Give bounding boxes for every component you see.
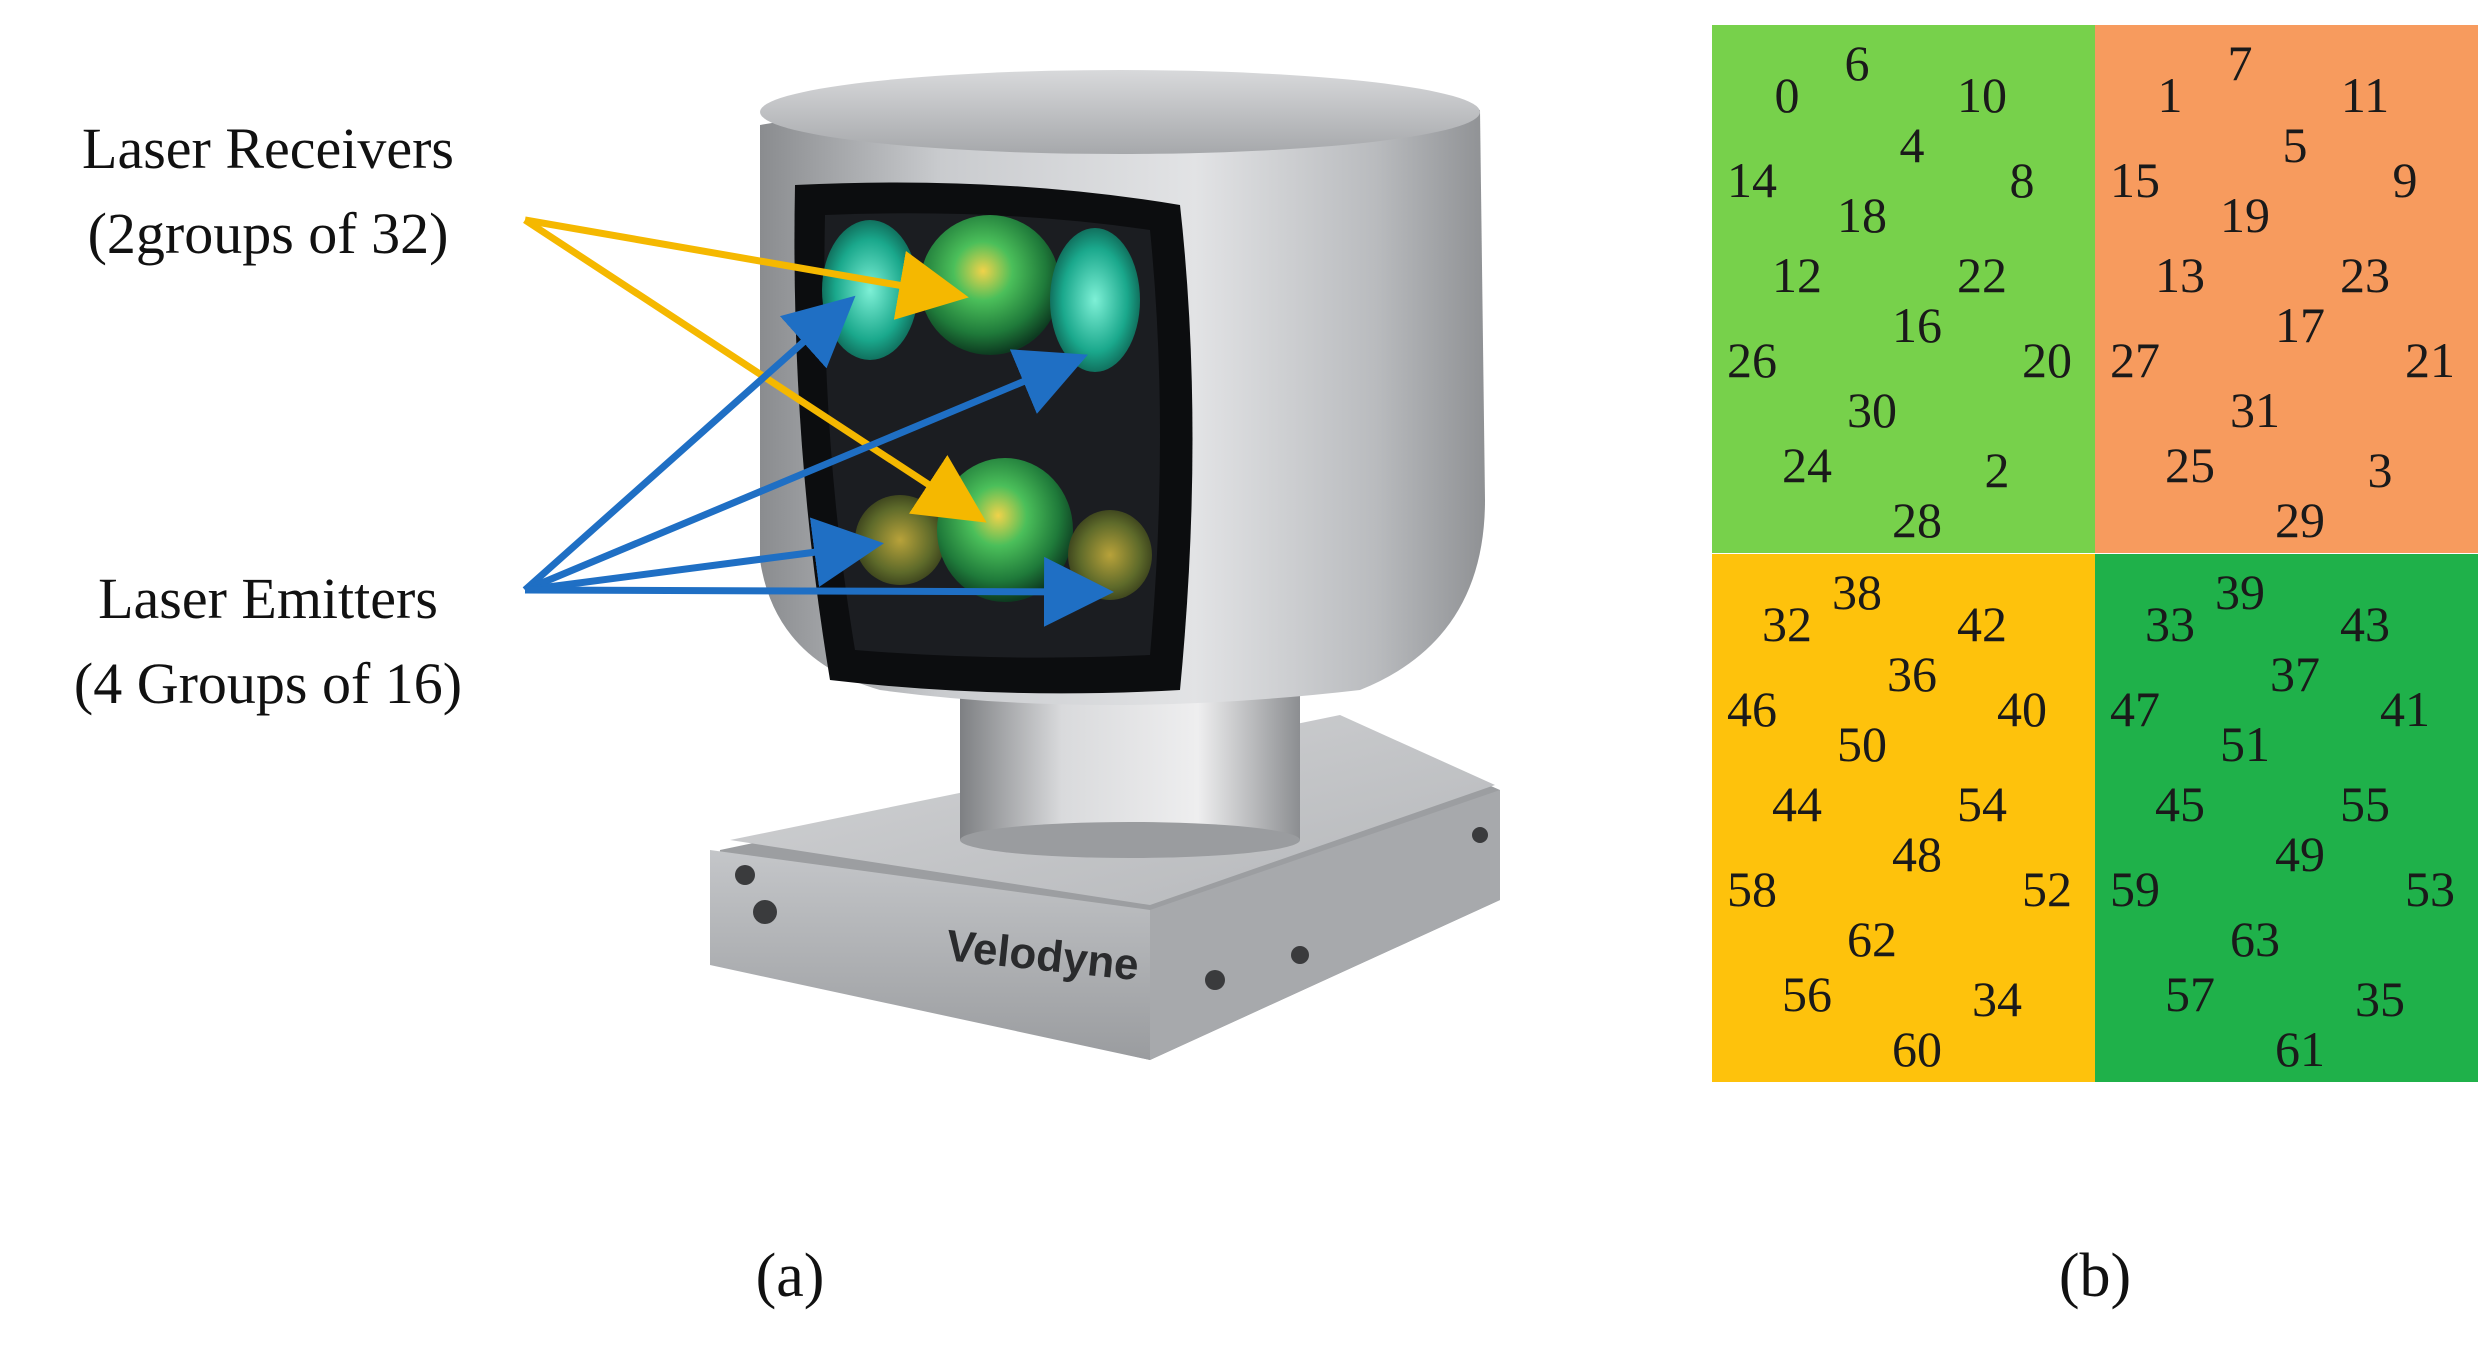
channel-6: 6: [1844, 35, 1870, 91]
channel-21: 21: [2405, 332, 2455, 388]
channel-33: 33: [2145, 596, 2195, 652]
receivers-label-line1: Laser Receivers: [82, 116, 454, 181]
channel-42: 42: [1957, 596, 2007, 652]
channel-5: 5: [2282, 117, 2308, 173]
channel-56: 56: [1782, 966, 1832, 1022]
channel-60: 60: [1892, 1021, 1942, 1077]
receiver-arrows: [523, 216, 987, 523]
quadrant-bottom-right: 39 33 43 37 47 41 51 45 55 49 59 53 63 57 35 61: [2095, 554, 2478, 1082]
channel-43: 43: [2340, 596, 2390, 652]
channel-49: 49: [2275, 826, 2325, 882]
channel-41: 41: [2380, 681, 2430, 737]
channel-63: 63: [2230, 911, 2280, 967]
channel-36: 36: [1887, 646, 1937, 702]
channel-32: 32: [1762, 596, 1812, 652]
channel-39: 39: [2215, 564, 2265, 620]
channel-2: 2: [1984, 442, 2010, 498]
channel-45: 45: [2155, 776, 2205, 832]
channel-58: 58: [1727, 861, 1777, 917]
channel-10: 10: [1957, 67, 2007, 123]
channel-37: 37: [2270, 646, 2320, 702]
channel-27: 27: [2110, 332, 2160, 388]
channel-35: 35: [2355, 971, 2405, 1027]
caption-a: (a): [755, 1242, 825, 1310]
channel-8: 8: [2009, 152, 2035, 208]
channel-50: 50: [1837, 716, 1887, 772]
channel-0: 0: [1774, 67, 1800, 123]
channel-25: 25: [2165, 437, 2215, 493]
channel-13: 13: [2155, 247, 2205, 303]
channel-40: 40: [1997, 681, 2047, 737]
channel-48: 48: [1892, 826, 1942, 882]
channel-30: 30: [1847, 382, 1897, 438]
channel-9: 9: [2392, 152, 2418, 208]
channel-18: 18: [1837, 187, 1887, 243]
channel-23: 23: [2340, 247, 2390, 303]
emitters-label-line2: (4 Groups of 16): [73, 651, 463, 716]
channel-61: 61: [2275, 1021, 2325, 1077]
receivers-label-line2: (2groups of 32): [87, 201, 449, 266]
channel-26: 26: [1727, 332, 1777, 388]
channel-24: 24: [1782, 437, 1832, 493]
channel-28: 28: [1892, 492, 1942, 548]
channel-38: 38: [1832, 564, 1882, 620]
channel-20: 20: [2022, 332, 2072, 388]
channel-3: 3: [2367, 442, 2393, 498]
channel-16: 16: [1892, 297, 1942, 353]
channel-19: 19: [2220, 187, 2270, 243]
channel-12: 12: [1772, 247, 1822, 303]
device-neck: [960, 690, 1300, 840]
channel-17: 17: [2275, 297, 2325, 353]
quadrant-bottom-left: 38 32 42 36 46 40 50 44 54 48 58 52 62 56 34 60: [1712, 554, 2095, 1082]
channel-34: 34: [1972, 971, 2022, 1027]
channel-22: 22: [1957, 247, 2007, 303]
channel-7: 7: [2227, 35, 2253, 91]
channel-59: 59: [2110, 861, 2160, 917]
channel-52: 52: [2022, 861, 2072, 917]
channel-15: 15: [2110, 152, 2160, 208]
channel-53: 53: [2405, 861, 2455, 917]
channel-47: 47: [2110, 681, 2160, 737]
channel-14: 14: [1727, 152, 1777, 208]
channel-31: 31: [2230, 382, 2280, 438]
device-base: [710, 715, 1500, 1060]
channel-46: 46: [1727, 681, 1777, 737]
channel-44: 44: [1772, 776, 1822, 832]
emitters-label-line1: Laser Emitters: [98, 566, 438, 631]
channel-29: 29: [2275, 492, 2325, 548]
channel-54: 54: [1957, 776, 2007, 832]
emitter-arrows: [522, 295, 1114, 627]
channel-57: 57: [2165, 966, 2215, 1022]
channel-4: 4: [1899, 117, 1925, 173]
channel-55: 55: [2340, 776, 2390, 832]
device-head: [760, 70, 1485, 705]
channel-1: 1: [2157, 67, 2183, 123]
caption-b: (b): [2058, 1242, 2132, 1310]
channel-51: 51: [2220, 716, 2270, 772]
channel-62: 62: [1847, 911, 1897, 967]
channel-11: 11: [2340, 67, 2390, 123]
